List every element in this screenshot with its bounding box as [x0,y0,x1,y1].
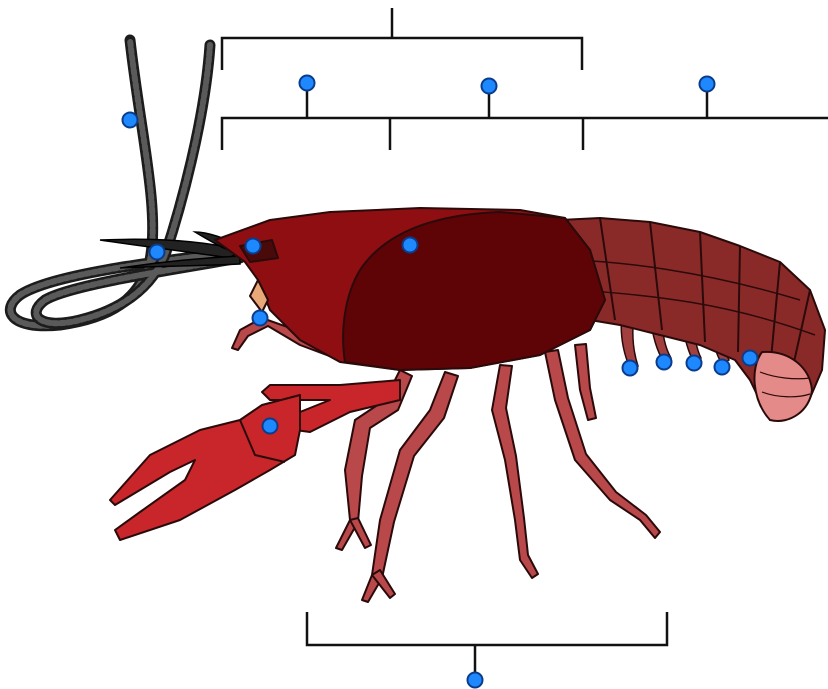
marker-swimmeret-1-icon[interactable] [623,361,638,376]
markers-layer [123,76,758,688]
antennae [10,40,240,326]
marker-swimmeret-4-icon[interactable] [715,360,730,375]
marker-walking-legs-icon[interactable] [468,673,483,688]
cephalothorax-bracket [222,8,582,70]
marker-antennae-icon[interactable] [123,113,138,128]
marker-thorax-region-icon[interactable] [482,79,497,94]
marker-head-region-icon[interactable] [300,76,315,91]
marker-swimmeret-5-icon[interactable] [743,351,758,366]
marker-swimmeret-3-icon[interactable] [687,356,702,371]
marker-abdomen-region-icon[interactable] [700,77,715,92]
body-regions-bracket [222,90,828,150]
walking-legs-bracket [307,612,667,675]
marker-swimmeret-2-icon[interactable] [657,355,672,370]
marker-cheliped-icon[interactable] [263,419,278,434]
marker-rostrum-icon[interactable] [246,239,261,254]
marker-antennules-icon[interactable] [150,245,165,260]
abdomen [560,218,825,421]
carapace [215,208,605,370]
marker-carapace-icon[interactable] [403,238,418,253]
marker-mouthparts-icon[interactable] [253,311,268,326]
